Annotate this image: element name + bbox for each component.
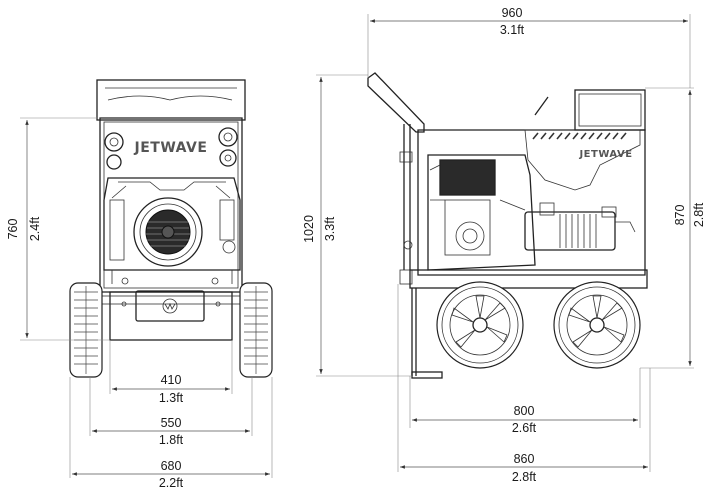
body-height-mm: 870 [673, 205, 687, 226]
engine-fan [133, 197, 203, 267]
wheelbase-mm: 800 [514, 404, 535, 418]
front-height-ft: 2.4ft [28, 216, 42, 241]
body-width-ft: 1.8ft [159, 433, 184, 447]
knob-icon [106, 154, 122, 170]
front-brand-logo: JETWAVE [134, 140, 208, 156]
gauge-icon [218, 127, 238, 147]
total-width-ft: 2.2ft [159, 476, 184, 490]
base-length-mm: 860 [514, 452, 535, 466]
side-height-ft: 3.3ft [323, 216, 337, 241]
side-left-wheel [436, 281, 524, 369]
fuel-tank [574, 89, 646, 131]
side-chassis [409, 269, 648, 289]
side-right-wheel [553, 281, 641, 369]
total-length-ft: 3.1ft [500, 23, 525, 37]
side-view: JETWAVE [367, 72, 648, 379]
inner-width-ft: 1.3ft [159, 391, 184, 405]
front-handle-frame [96, 79, 246, 121]
front-height-mm: 760 [6, 219, 20, 240]
gauge-icon [104, 132, 124, 152]
side-handle [367, 72, 425, 133]
knob-icon [219, 149, 237, 167]
pump-unit [524, 211, 616, 251]
side-engine [427, 154, 536, 271]
brand-badge-icon [162, 298, 178, 314]
body-width-mm: 550 [161, 416, 182, 430]
wheelbase-ft: 2.6ft [512, 421, 537, 435]
logo-plate [135, 290, 205, 322]
side-dimensions: 960 3.1ft 1020 3.3ft 870 2.8ft 800 2.6ft… [302, 6, 706, 484]
engine-cavity [103, 177, 241, 271]
front-dimensions: 760 2.4ft 410 1.3ft 550 1.8ft 680 2.2ft [6, 117, 273, 490]
side-brand-logo: JETWAVE [578, 149, 632, 160]
total-width-mm: 680 [161, 459, 182, 473]
front-view: JETWAVE [69, 79, 273, 378]
inner-width-mm: 410 [161, 373, 182, 387]
body-height-ft: 2.8ft [692, 202, 706, 227]
front-lower-plate [109, 291, 233, 341]
base-length-ft: 2.8ft [512, 470, 537, 484]
side-height-mm: 1020 [302, 215, 316, 243]
total-length-mm: 960 [502, 6, 523, 20]
